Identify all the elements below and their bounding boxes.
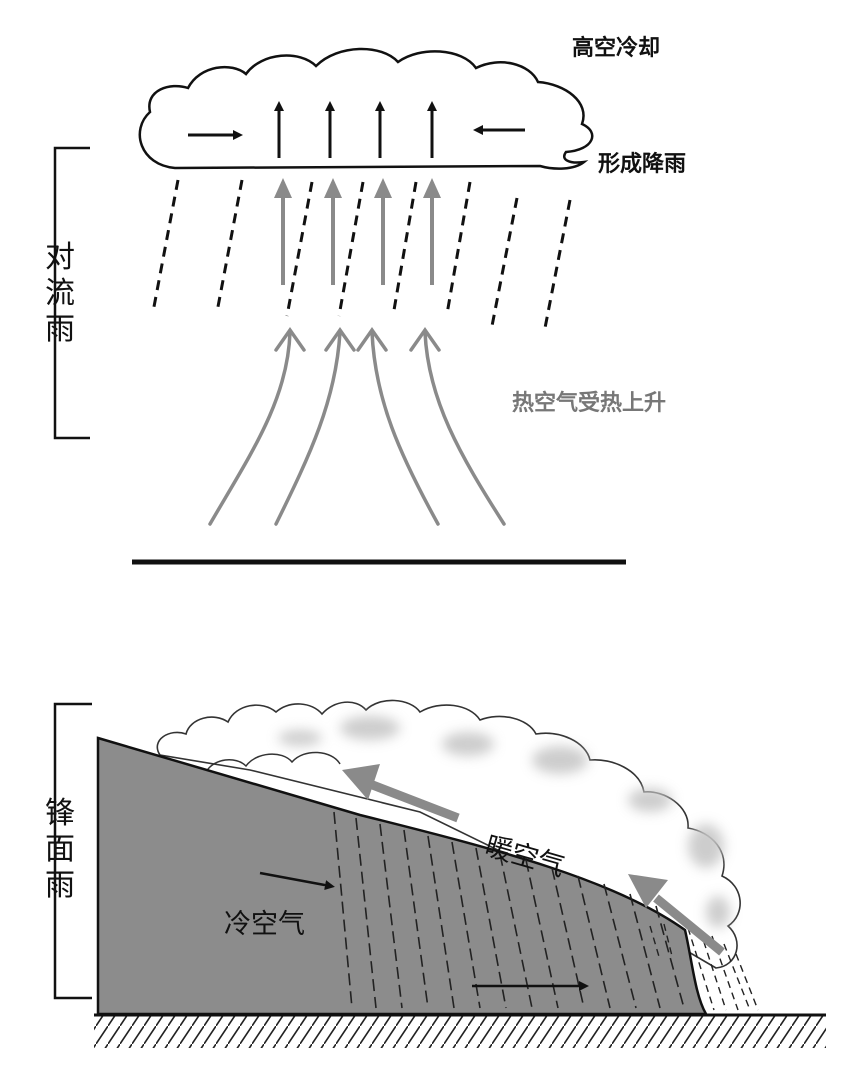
cold-air-arrow [259,871,335,891]
frontal-title: 锋面雨 [45,796,75,903]
convection-bracket [53,146,90,440]
frontal-cloud [156,699,741,969]
ground-hatch [94,1016,826,1048]
frontal-diagram [53,699,826,1048]
convection-diagram [53,47,626,565]
cloud-updraft-arrows [274,101,437,158]
cold-air-wedge [96,736,709,1016]
warm-air-arrows [342,764,725,956]
label-rain-forms: 形成降雨 [598,152,687,177]
gray-updraft-arrows [274,178,441,285]
label-cold-air: 冷空气 [224,909,305,940]
label-hot-air-rising: 热空气受热上升 [512,391,667,416]
frontal-bracket [53,702,92,1000]
convection-cloud [138,47,594,170]
label-upper-air-cooling: 高空冷却 [572,36,661,61]
frontal-rain-hatch [333,811,685,1009]
convection-rain [151,179,572,329]
rising-hot-air-curves [208,326,506,526]
convection-title: 对流雨 [45,240,75,347]
